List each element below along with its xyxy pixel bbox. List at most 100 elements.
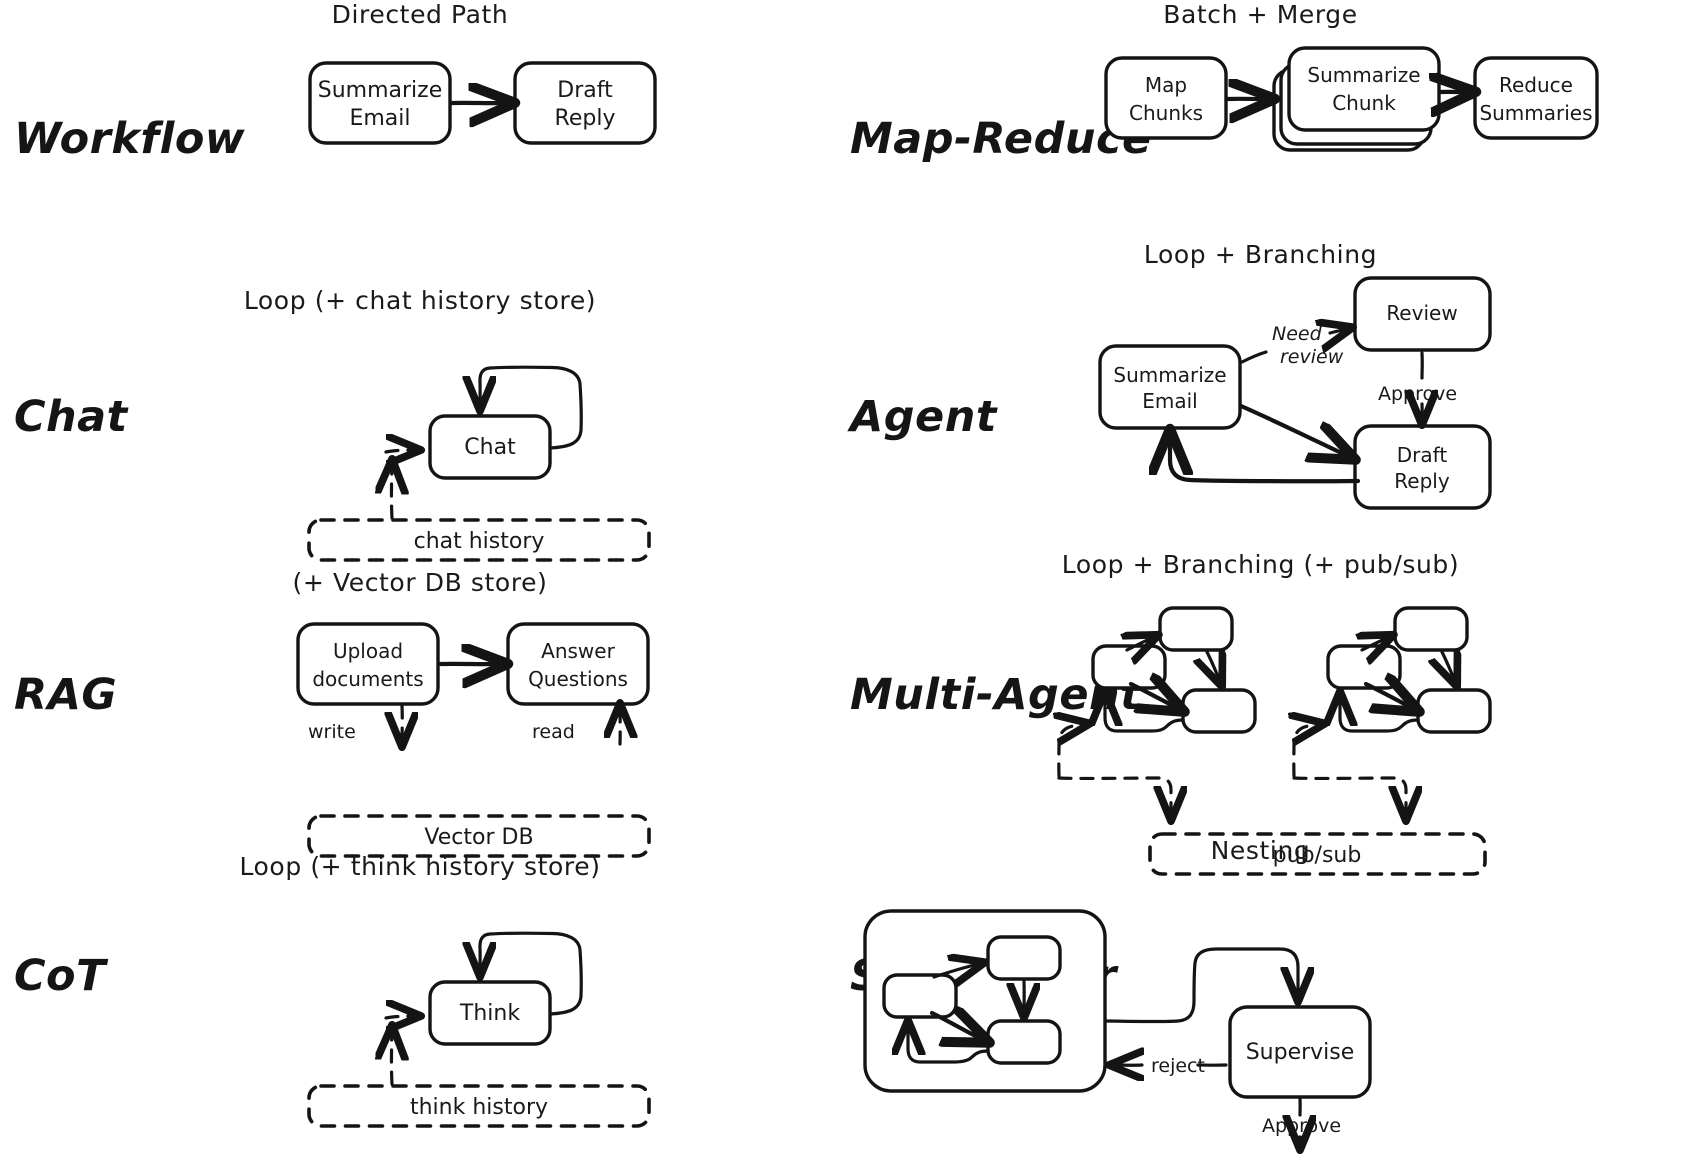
store-vector-db[interactable] [307,814,651,858]
edge-reject-label: reject [1151,1055,1205,1077]
cluster1-edge-right-back-to-left [1105,694,1185,733]
row-label-rag: RAG [14,670,118,720]
store-vector-db-label: Vector DB [424,825,533,850]
edge-store-to-chat [391,462,392,520]
store-think-history[interactable] [307,1084,651,1128]
panel-agent: Loop + Branching Agent Summarize Email R… [840,240,1681,556]
node-agent-draft-line2: Reply [1394,469,1450,493]
panel-cot: Loop (+ think history store) CoT Think t… [0,834,840,1170]
store-chat-history-label: chat history [414,529,545,554]
panel-map-reduce: Batch + Merge Map-Reduce Map Chunks Summ… [840,0,1681,278]
cot-store: think history [307,1084,651,1128]
supervisor-edge-left-to-right [929,1013,986,1041]
cluster1-edge-pubsub-out [1057,776,1171,818]
node-agent-review-label: Review [1386,301,1457,325]
node-answer-questions[interactable] [506,622,650,706]
panel-rag: (+ Vector DB store) RAG Upload documents… [0,556,840,858]
cluster2-edge-left-to-top [1362,636,1391,650]
node-upload-documents[interactable] [296,622,440,706]
node-agent-summarize-line2: Email [1142,389,1198,413]
store-think-history-label: think history [410,1095,548,1120]
panel-title-workflow: Directed Path [331,0,509,29]
node-map-chunks[interactable] [1104,56,1228,140]
cluster1-node-top[interactable] [1158,606,1234,652]
edge-need-review-arrow [1330,328,1350,333]
edge-need-review-line2: review [1280,346,1344,368]
row-label-workflow: Workflow [14,114,246,164]
node-summarize-email[interactable] [308,61,452,145]
node-chat[interactable] [428,414,552,480]
row-label-map-reduce: Map-Reduce [850,114,1152,164]
node-supervise[interactable] [1228,1005,1372,1099]
workflow-diagram: Summarize Email Draft Reply [308,61,657,145]
store-chat-history[interactable] [307,518,651,562]
cluster2-node-left[interactable] [1326,644,1402,690]
node-agent-summarize-email[interactable] [1098,344,1242,430]
rag-diagram: Upload documents Answer Questions write … [296,622,650,796]
store-pub-sub-label: pub/sub [1273,843,1362,868]
panel-title-multi-agent: Loop + Branching (+ pub/sub) [1061,550,1460,579]
edge-summarize-to-review-stub [1240,350,1268,364]
agent-diagram: Summarize Email Review Draft Reply Need … [1098,276,1492,510]
cluster2-edge-top-to-right [1442,652,1456,684]
panel-title-supervisor: Nesting [1210,836,1311,865]
node-answer-line1: Answer [541,639,615,663]
cluster1-node-right[interactable] [1181,688,1257,734]
edge-need-review-line1: Need [1272,323,1323,345]
supervisor-inner-node-top[interactable] [986,935,1062,981]
edge-think-self-loop [480,931,583,1016]
cluster1-edge-left-to-right [1128,684,1181,710]
node-reduce-summaries[interactable] [1473,56,1599,140]
node-upload-line2: documents [312,667,423,691]
node-agent-draft-reply[interactable] [1353,424,1492,510]
supervisor-inner-node-right[interactable] [986,1019,1062,1065]
cluster2-edge-left-to-right [1363,684,1416,710]
chat-diagram: Chat [300,365,583,520]
panel-title-map-reduce: Batch + Merge [1163,0,1358,29]
map-reduce-diagram: Map Chunks Summarize Chunk Reduce Summar… [1104,46,1599,152]
cluster1-node-left[interactable] [1091,644,1167,690]
node-summarize-email-line1: Summarize [318,78,443,103]
cluster2-node-top[interactable] [1393,606,1469,652]
node-summarize-chunk-line1: Summarize [1307,63,1420,87]
node-draft-reply[interactable] [513,61,657,145]
cluster2-edge-pubsub-in [1294,724,1322,778]
store-pub-sub[interactable] [1148,832,1487,876]
panel-title-agent: Loop + Branching [1143,240,1378,269]
panel-title-rag: (+ Vector DB store) [292,568,548,597]
supervisor-diagram: Supervise reject Approve [863,909,1372,1149]
edge-chat-to-store [384,450,418,452]
rag-store: Vector DB [307,814,651,858]
supervisor-edge-right-back-to-left [908,1023,990,1064]
node-reduce-summaries-line2: Summaries [1479,101,1592,125]
edge-store-to-think [391,1028,392,1086]
row-label-cot: CoT [14,951,106,1001]
chat-store: chat history [307,518,651,562]
edge-approve-label-supervisor: Approve [1262,1115,1341,1137]
cluster2-edge-pubsub-out [1292,776,1406,818]
edge-draft-back-to-summarize [1170,433,1361,484]
supervisor-inner-node-left[interactable] [882,973,958,1019]
node-agent-draft-line1: Draft [1397,443,1448,467]
node-map-chunks-line1: Map [1145,73,1187,97]
row-label-chat: Chat [14,392,128,442]
node-summarize-chunk[interactable] [1287,46,1441,132]
multi-agent-store: pub/sub [1148,832,1487,876]
edge-think-to-store [384,1016,418,1018]
node-summarize-chunk-line2: Chunk [1332,91,1396,115]
cluster2-node-right[interactable] [1416,688,1492,734]
node-answer-line2: Questions [528,667,628,691]
panel-workflow: Directed Path Workflow Summarize Email D… [0,0,840,278]
multi-agent-cluster-1 [1055,606,1257,844]
edge-approve-label: Approve [1378,383,1457,405]
node-summarize-email-line2: Email [349,106,410,131]
node-supervise-label: Supervise [1246,1040,1355,1065]
node-agent-review[interactable] [1353,276,1492,352]
node-think[interactable] [428,980,552,1046]
panel-title-chat: Loop (+ chat history store) [243,286,597,315]
node-think-label: Think [459,1001,520,1026]
edge-summarize-to-draft-diagonal [1238,403,1352,458]
panel-multi-agent: Loop + Branching (+ pub/sub) Multi-Agent [840,550,1681,876]
node-upload-line1: Upload [333,639,403,663]
